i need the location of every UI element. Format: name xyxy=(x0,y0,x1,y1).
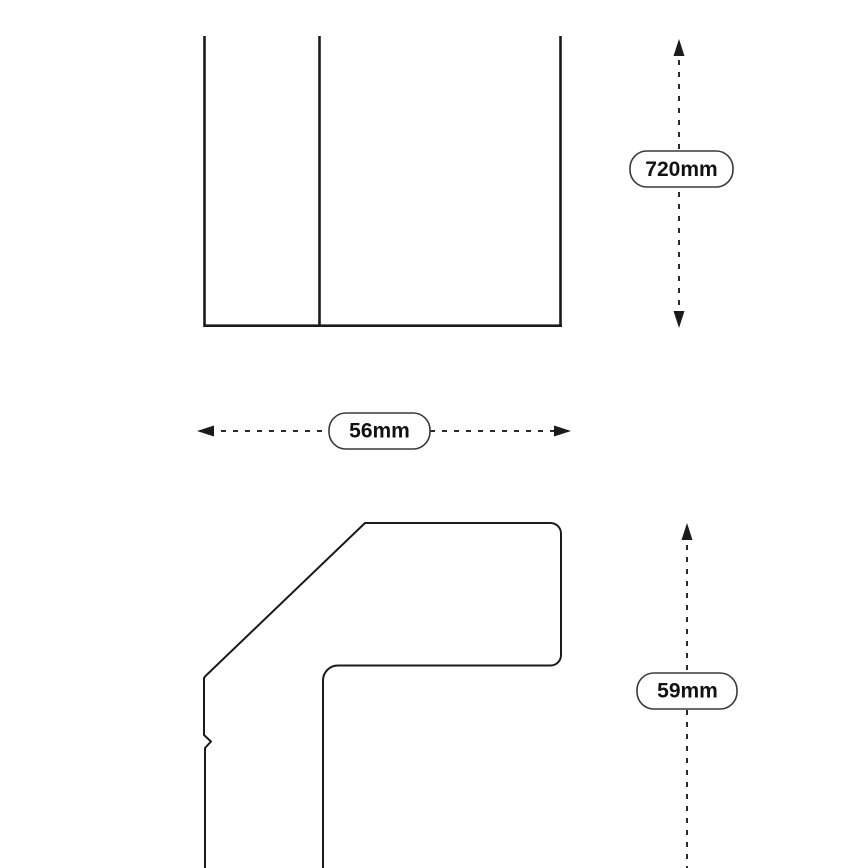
dimension-label-pill-56mm xyxy=(328,412,431,450)
bottom-profile-view xyxy=(203,522,562,868)
arrow-left-icon xyxy=(197,425,214,437)
height-dimension-59mm: 59mm xyxy=(636,523,738,868)
dimension-label-text-56mm: 56mm xyxy=(349,420,410,443)
dimension-label-text-59mm: 59mm xyxy=(657,680,718,703)
dimension-label-pill-59mm xyxy=(636,672,738,710)
arrow-down-icon xyxy=(673,311,685,328)
dimension-label-text-720mm: 720mm xyxy=(645,158,717,181)
arrow-up-icon xyxy=(673,39,685,56)
height-dimension-720mm: 720mm xyxy=(629,39,734,328)
arrow-up-icon xyxy=(681,523,693,540)
dimension-label-pill-720mm xyxy=(629,150,734,188)
width-dimension-56mm: 56mm xyxy=(197,412,571,450)
arrow-right-icon xyxy=(554,425,571,437)
bottom-view-outline xyxy=(203,522,562,868)
top-profile-view xyxy=(203,36,562,327)
